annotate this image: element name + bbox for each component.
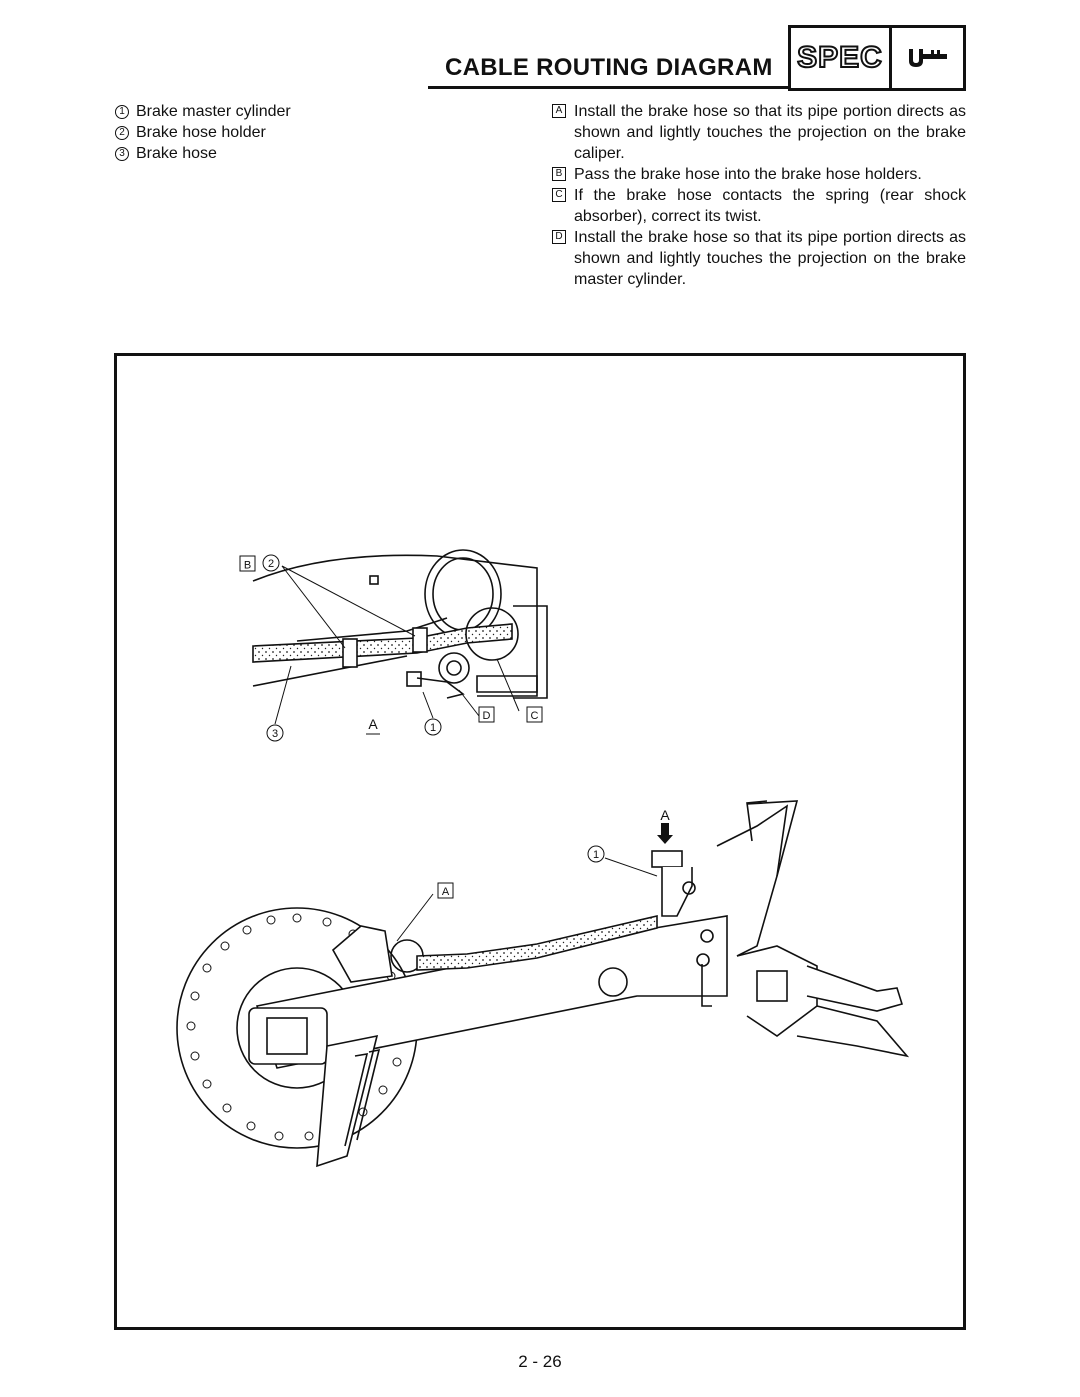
routing-illustration: B 2 3 A 1 D C xyxy=(114,353,966,1330)
note-item: D Install the brake hose so that its pip… xyxy=(552,227,966,290)
page-number: 2 - 26 xyxy=(518,1352,562,1371)
wrench-icon xyxy=(892,28,963,88)
callout-b: B xyxy=(244,560,251,572)
note-key: A xyxy=(552,104,566,118)
arrow-callout-a: A xyxy=(660,807,670,823)
callout-number: 2 xyxy=(115,125,129,140)
legend-text: Brake hose holder xyxy=(136,124,266,141)
callout-number: 1 xyxy=(115,104,129,119)
callout-2: 2 xyxy=(268,558,274,570)
note-text: If the brake hose contacts the spring (r… xyxy=(574,187,966,225)
note-text: Install the brake hose so that its pipe … xyxy=(574,103,966,162)
note-key: D xyxy=(552,230,566,244)
legend-text: Brake master cylinder xyxy=(136,103,291,120)
note-item: B Pass the brake hose into the brake hos… xyxy=(552,164,966,185)
legend-item: 3 Brake hose xyxy=(115,143,445,164)
spec-cell: SPEC xyxy=(791,28,892,88)
note-text: Pass the brake hose into the brake hose … xyxy=(574,166,922,183)
page-title: CABLE ROUTING DIAGRAM xyxy=(445,54,773,81)
instruction-notes: A Install the brake hose so that its pip… xyxy=(552,101,966,290)
spec-label: SPEC xyxy=(796,40,883,75)
section-badge: SPEC xyxy=(788,25,966,91)
lower-callouts: A 1 A xyxy=(437,807,673,899)
callout-1: 1 xyxy=(430,722,436,734)
note-key: B xyxy=(552,167,566,181)
lower-overall-view xyxy=(176,800,910,1168)
note-item: A Install the brake hose so that its pip… xyxy=(552,101,966,164)
title-underline xyxy=(428,86,788,89)
callout-1-lower: 1 xyxy=(593,849,599,861)
legend-item: 2 Brake hose holder xyxy=(115,122,445,143)
callout-a: A xyxy=(368,716,378,732)
legend-item: 1 Brake master cylinder xyxy=(115,101,445,122)
callout-3: 3 xyxy=(272,728,278,740)
callout-number: 3 xyxy=(115,146,129,161)
note-key: C xyxy=(552,188,566,202)
parts-legend: 1 Brake master cylinder 2 Brake hose hol… xyxy=(115,101,445,164)
upper-detail-view xyxy=(252,549,548,725)
callout-a-lower: A xyxy=(442,886,450,898)
note-item: C If the brake hose contacts the spring … xyxy=(552,185,966,227)
down-arrow-icon xyxy=(657,823,673,844)
callout-c: C xyxy=(531,710,539,722)
upper-callouts: B 2 3 A 1 D C xyxy=(239,554,543,742)
note-text: Install the brake hose so that its pipe … xyxy=(574,229,966,288)
callout-d: D xyxy=(483,710,491,722)
legend-text: Brake hose xyxy=(136,145,217,162)
